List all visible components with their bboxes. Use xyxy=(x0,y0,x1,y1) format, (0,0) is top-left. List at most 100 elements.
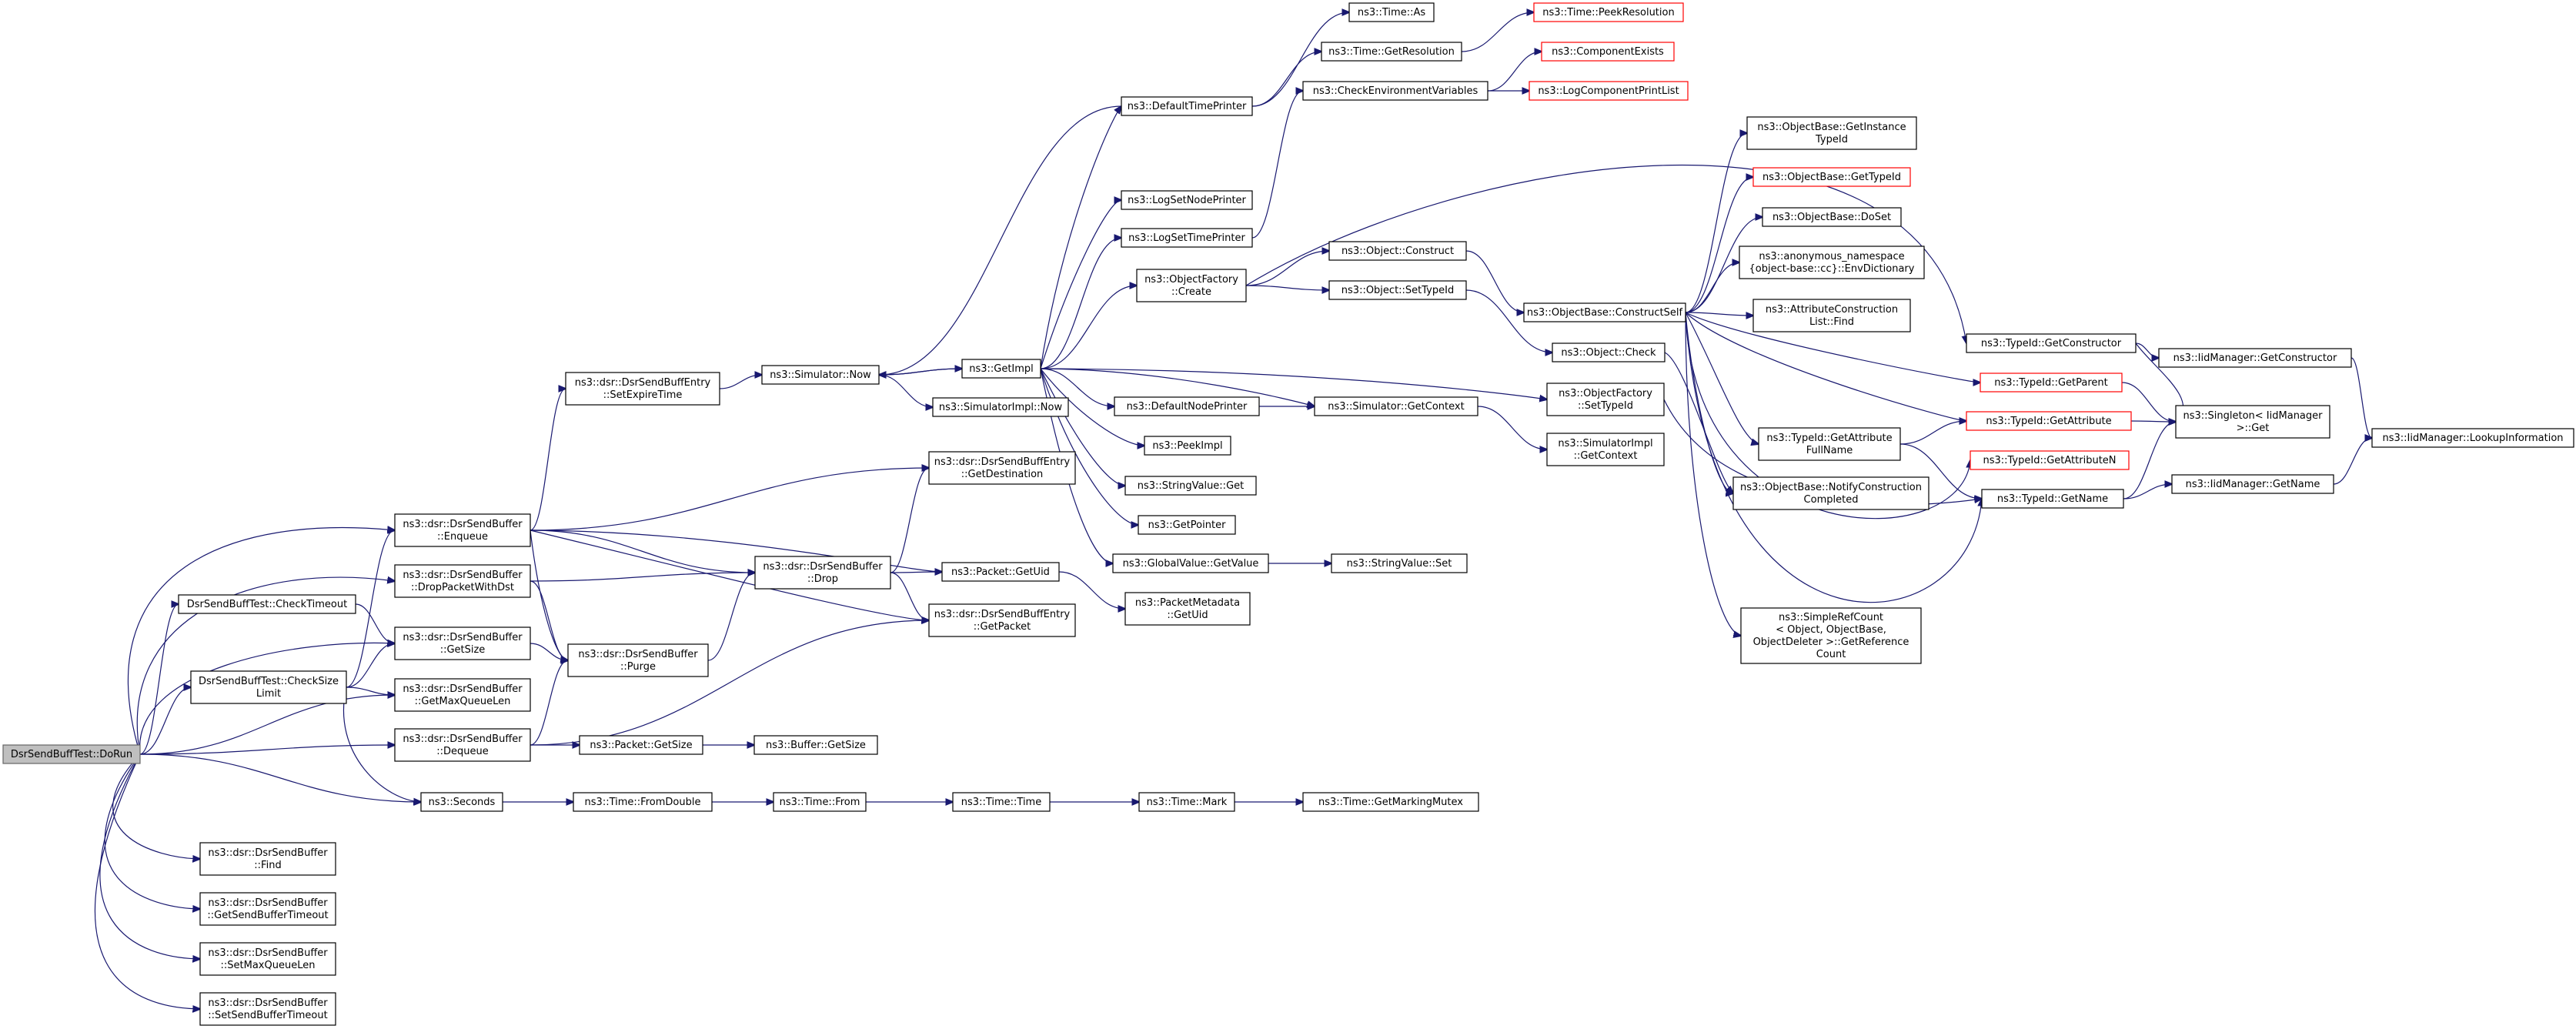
node-typeidgetname[interactable]: ns3::TypeId::GetName xyxy=(1981,489,2124,509)
node-box xyxy=(952,792,1051,812)
node-simnow[interactable]: ns3::Simulator::Now xyxy=(761,365,880,385)
node-timetime[interactable]: ns3::Time::Time xyxy=(952,792,1051,812)
node-box xyxy=(753,735,878,755)
node-box xyxy=(1980,373,2123,393)
node-droppacketwithdst[interactable]: ns3::dsr::DsrSendBuffer::DropPacketWithD… xyxy=(394,564,531,598)
node-simgetcontext[interactable]: ns3::Simulator::GetContext xyxy=(1314,396,1478,416)
node-seconds[interactable]: ns3::Seconds xyxy=(420,792,503,812)
node-timegetmarkingmutex[interactable]: ns3::Time::GetMarkingMutex xyxy=(1302,792,1479,812)
node-timepeekresolution[interactable]: ns3::Time::PeekResolution xyxy=(1533,2,1684,22)
edge-checksizelimit-to-getmaxqueuelen xyxy=(346,687,395,695)
node-box xyxy=(567,643,709,677)
node-iidmgrlookupinfo[interactable]: ns3::IidManager::LookupInformation xyxy=(2371,428,2574,448)
node-simimplgetcontext[interactable]: ns3::SimulatorImpl::GetContext xyxy=(1546,433,1665,466)
node-globalvaluegetvalue[interactable]: ns3::GlobalValue::GetValue xyxy=(1112,553,1269,573)
node-objbasegettypeid[interactable]: ns3::ObjectBase::GetTypeId xyxy=(1752,167,1911,187)
node-drop[interactable]: ns3::dsr::DsrSendBuffer::Drop xyxy=(754,556,891,590)
node-pmgetuid[interactable]: ns3::PacketMetadata::GetUid xyxy=(1124,592,1251,626)
node-singletonget[interactable]: ns3::Singleton< IidManager>::Get xyxy=(2175,405,2330,439)
node-setexpiretime[interactable]: ns3::dsr::DsrSendBuffEntry::SetExpireTim… xyxy=(565,372,720,406)
node-getsize[interactable]: ns3::dsr::DsrSendBuffer::GetSize xyxy=(394,626,531,660)
edge-iidmgrgetname-to-iidmgrlookupinfo xyxy=(2333,438,2372,485)
node-label-line: ns3::Time::Time xyxy=(961,797,1041,808)
node-purge[interactable]: ns3::dsr::DsrSendBuffer::Purge xyxy=(567,643,709,677)
node-timegetresolution[interactable]: ns3::Time::GetResolution xyxy=(1321,42,1462,62)
node-getpointer[interactable]: ns3::GetPointer xyxy=(1138,515,1236,535)
edge-getsize-to-purge xyxy=(530,643,568,660)
node-label-line: ns3::Time::GetResolution xyxy=(1328,46,1455,58)
edge-purge-to-drop xyxy=(707,573,755,661)
edge-enqueue-to-getdestination xyxy=(530,468,929,531)
node-timefrom[interactable]: ns3::Time::From xyxy=(773,792,867,812)
node-getdestination[interactable]: ns3::dsr::DsrSendBuffEntry::GetDestinati… xyxy=(928,451,1076,485)
node-checkenvvars[interactable]: ns3::CheckEnvironmentVariables xyxy=(1302,81,1488,101)
node-componentexists[interactable]: ns3::ComponentExists xyxy=(1541,42,1675,62)
node-stringvalueset[interactable]: ns3::StringValue::Set xyxy=(1331,553,1468,573)
node-objfactorysettypeid[interactable]: ns3::ObjectFactory::SetTypeId xyxy=(1546,383,1665,416)
node-simplerefcount[interactable]: ns3::SimpleRefCount< Object, ObjectBase,… xyxy=(1740,607,1922,664)
edge-packetgetuid-to-pmgetuid xyxy=(1058,571,1125,609)
node-objectconstruct[interactable]: ns3::Object::Construct xyxy=(1328,241,1467,261)
node-label-line: ns3::SimulatorImpl::Now xyxy=(939,402,1063,413)
node-checktimeout[interactable]: DsrSendBuffTest::CheckTimeout xyxy=(178,594,356,614)
node-timefromdouble[interactable]: ns3::Time::FromDouble xyxy=(573,792,713,812)
node-envdictionary[interactable]: ns3::anonymous_namespace{object-base::cc… xyxy=(1739,246,1925,279)
node-timemark[interactable]: ns3::Time::Mark xyxy=(1138,792,1235,812)
node-find[interactable]: ns3::dsr::DsrSendBuffer::Find xyxy=(199,842,336,876)
node-simimplnow[interactable]: ns3::SimulatorImpl::Now xyxy=(932,397,1069,417)
node-setsendbuffertimeout[interactable]: ns3::dsr::DsrSendBuffer::SetSendBufferTi… xyxy=(199,992,336,1026)
node-label-line: ns3::dsr::DsrSendBuffer xyxy=(403,570,523,581)
edge-getimpl-to-stringvalueget xyxy=(1040,368,1125,486)
node-typeidgetattributen[interactable]: ns3::TypeId::GetAttributeN xyxy=(1970,450,2130,470)
edge-dequeue-to-purge xyxy=(530,660,568,746)
node-timeas[interactable]: ns3::Time::As xyxy=(1348,2,1435,22)
node-packetgetuid[interactable]: ns3::Packet::GetUid xyxy=(941,562,1060,582)
edge-objfactorycreate-to-objectsettypeid xyxy=(1245,285,1329,290)
node-defaultnodeprinter[interactable]: ns3::DefaultNodePrinter xyxy=(1114,396,1260,416)
node-logcomponentprintlist[interactable]: ns3::LogComponentPrintList xyxy=(1529,81,1689,101)
node-label-line: ::SetMaxQueueLen xyxy=(221,960,316,971)
edge-dorun-to-checksizelimit xyxy=(139,687,191,755)
node-getimpl[interactable]: ns3::GetImpl xyxy=(961,359,1041,379)
node-objbasedoset[interactable]: ns3::ObjectBase::DoSet xyxy=(1762,207,1902,227)
node-objectcheck[interactable]: ns3::Object::Check xyxy=(1552,342,1666,362)
node-typeidgetattribute[interactable]: ns3::TypeId::GetAttribute xyxy=(1966,411,2132,431)
node-packetgetsize[interactable]: ns3::Packet::GetSize xyxy=(579,735,703,755)
edge-getimpl-to-objfactorysettypeid xyxy=(1040,368,1547,399)
node-stringvalueget[interactable]: ns3::StringValue::Get xyxy=(1124,476,1257,496)
node-objfactorycreate[interactable]: ns3::ObjectFactory::Create xyxy=(1136,269,1247,302)
node-label-line: ns3::Object::SetTypeId xyxy=(1341,285,1454,296)
node-defaulttimeprinter[interactable]: ns3::DefaultTimePrinter xyxy=(1121,96,1253,116)
node-label-line: ns3::ObjectBase::GetTypeId xyxy=(1762,172,1901,183)
node-box xyxy=(1321,42,1462,62)
node-logsettimeprinter[interactable]: ns3::LogSetTimePrinter xyxy=(1121,228,1253,248)
node-label-line: ns3::ObjectBase::ConstructSelf xyxy=(1527,307,1683,319)
node-iidmgrgetname[interactable]: ns3::IidManager::GetName xyxy=(2171,474,2334,494)
node-dorun[interactable]: DsrSendBuffTest::DoRun xyxy=(2,744,141,764)
node-getmaxqueuelen[interactable]: ns3::dsr::DsrSendBuffer::GetMaxQueueLen xyxy=(394,678,531,712)
node-setmaxqueuelen[interactable]: ns3::dsr::DsrSendBuffer::SetMaxQueueLen xyxy=(199,942,336,976)
node-label-line: ns3::Time::PeekResolution xyxy=(1542,7,1674,18)
node-buffergetsize[interactable]: ns3::Buffer::GetSize xyxy=(753,735,878,755)
node-typeidgetconstructor[interactable]: ns3::TypeId::GetConstructor xyxy=(1966,333,2137,353)
node-logsetnodeprinter[interactable]: ns3::LogSetNodePrinter xyxy=(1121,190,1253,210)
node-typeidgetparent[interactable]: ns3::TypeId::GetParent xyxy=(1980,373,2123,393)
node-notifyconstructioncompleted[interactable]: ns3::ObjectBase::NotifyConstructionCompl… xyxy=(1732,476,1929,510)
node-box xyxy=(1552,342,1666,362)
node-box xyxy=(199,942,336,976)
edge-dorun-to-getsize xyxy=(139,643,395,755)
node-getpacket[interactable]: ns3::dsr::DsrSendBuffEntry::GetPacket xyxy=(928,603,1076,637)
edge-getimpl-to-getpointer xyxy=(1040,368,1138,525)
node-peekimpl[interactable]: ns3::PeekImpl xyxy=(1144,436,1231,456)
node-enqueue[interactable]: ns3::dsr::DsrSendBuffer::Enqueue xyxy=(394,513,531,547)
node-dequeue[interactable]: ns3::dsr::DsrSendBuffer::Dequeue xyxy=(394,728,531,762)
node-getsendbuffertimeout[interactable]: ns3::dsr::DsrSendBuffer::GetSendBufferTi… xyxy=(199,892,336,926)
node-objectsettypeid[interactable]: ns3::Object::SetTypeId xyxy=(1328,280,1467,300)
node-label-line: ::GetSendBufferTimeout xyxy=(207,910,328,921)
node-iidmgrgetconstructor[interactable]: ns3::IidManager::GetConstructor xyxy=(2158,348,2352,368)
node-constructself[interactable]: ns3::ObjectBase::ConstructSelf xyxy=(1523,302,1686,322)
